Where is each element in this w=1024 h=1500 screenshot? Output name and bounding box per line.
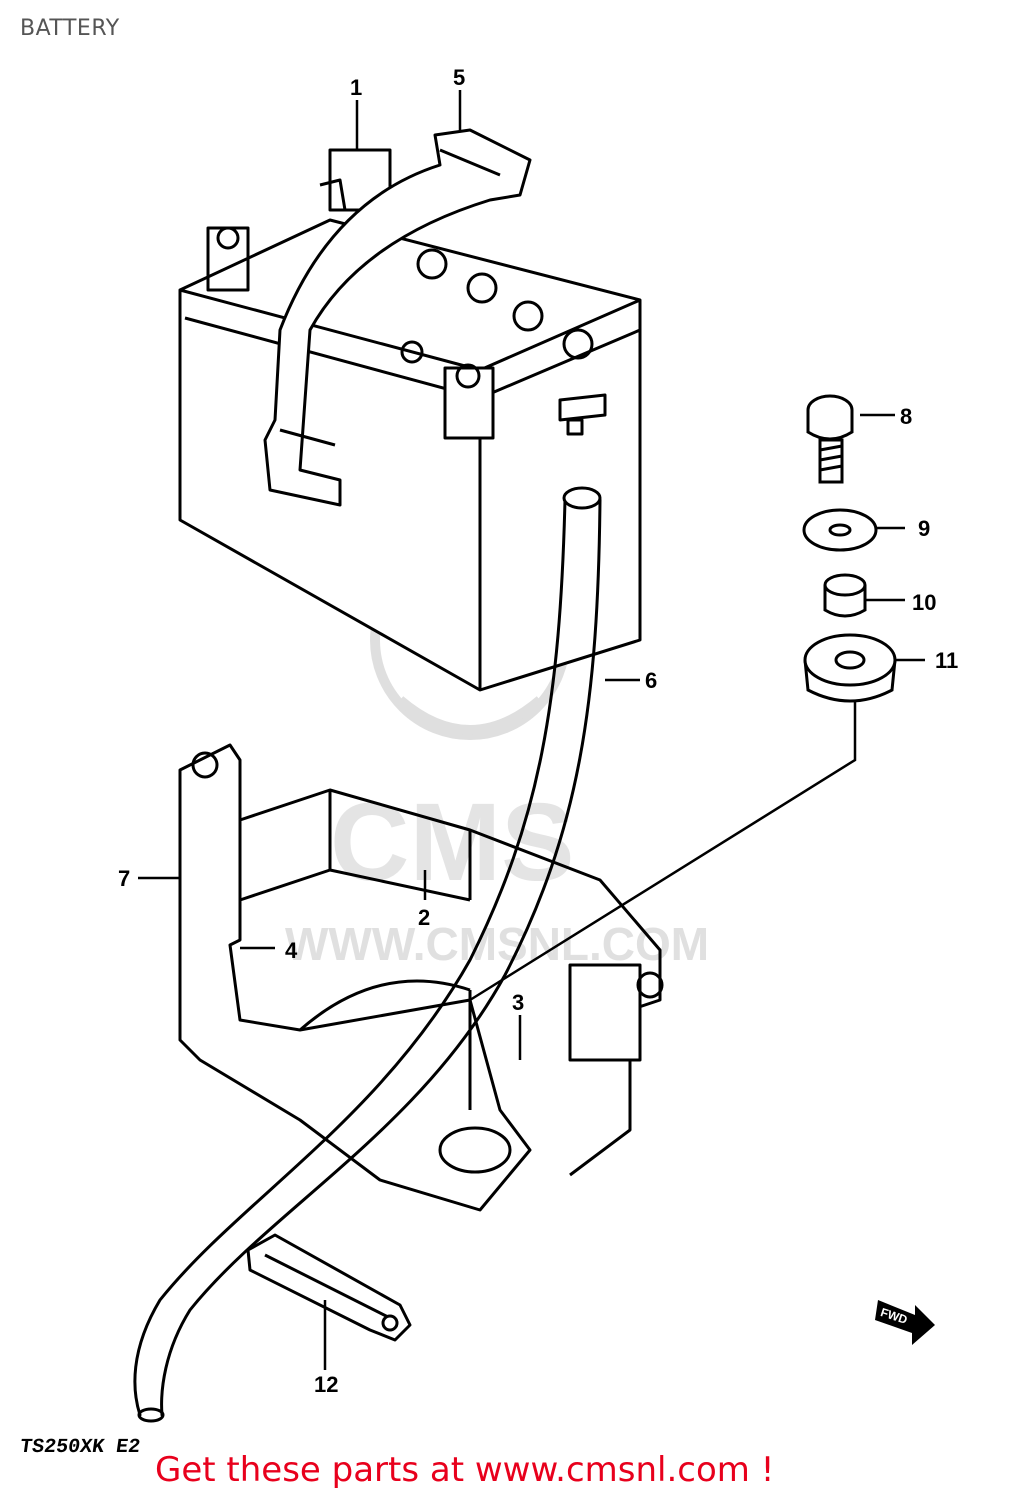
callout-3: 3: [512, 990, 524, 1015]
callout-6: 6: [645, 668, 657, 693]
battery-holder: [178, 743, 664, 1212]
callout-8: 8: [900, 404, 912, 429]
callout-1: 1: [350, 75, 362, 100]
callout-12: 12: [314, 1372, 338, 1397]
breather-hose: [133, 486, 602, 1423]
callout-7: 7: [118, 866, 130, 891]
washer: [802, 508, 878, 552]
callout-2: 2: [418, 905, 430, 930]
hose-clamp: [246, 1233, 412, 1342]
watermark-url: WWW.CMSNL.COM: [285, 918, 709, 970]
forward-direction-arrow: FWD: [875, 1300, 935, 1345]
bolt: [806, 394, 854, 484]
grommet: [803, 633, 897, 703]
callout-5: 5: [453, 65, 465, 90]
callout-11: 11: [935, 648, 958, 673]
promo-link[interactable]: Get these parts at www.cmsnl.com !: [155, 1450, 775, 1490]
callout-4: 4: [285, 938, 298, 963]
collar: [823, 573, 867, 618]
leader-lines: [138, 90, 925, 1370]
battery-strap: [263, 128, 532, 507]
callout-10: 10: [912, 590, 936, 615]
callout-labels: 1 2 3 4 5 6 7 8 9 10 11 12: [118, 65, 958, 1397]
callout-9: 9: [918, 516, 930, 541]
page-title: BATTERY: [20, 16, 120, 41]
model-code: TS250XK E2: [18, 1436, 142, 1459]
